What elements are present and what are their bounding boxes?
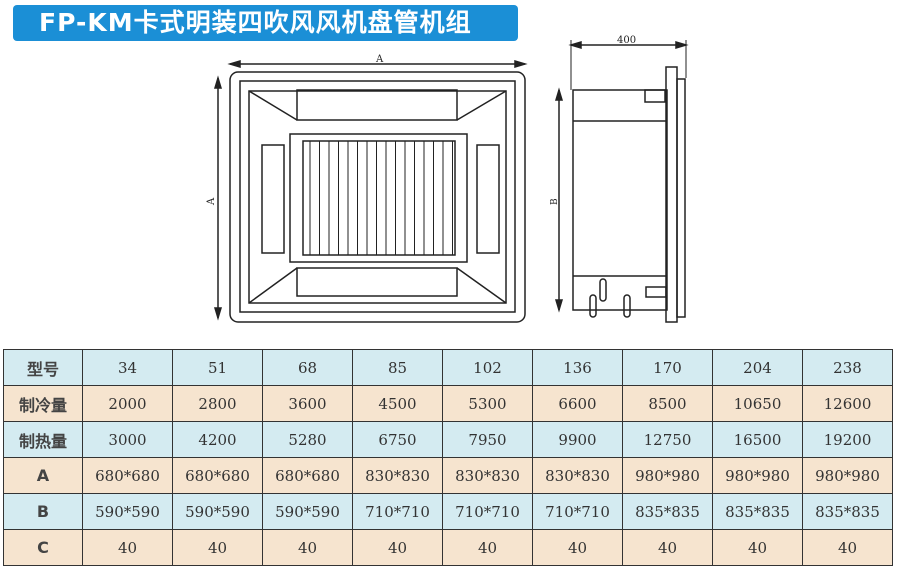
row-label: 制冷量 xyxy=(3,385,83,422)
row-label: 制热量 xyxy=(3,421,83,458)
table-cell: 12750 xyxy=(622,421,713,458)
table-cell: 835*835 xyxy=(712,493,803,530)
table-cell: 40 xyxy=(712,529,803,566)
table-cell: 40 xyxy=(82,529,173,566)
table-cell: 710*710 xyxy=(352,493,443,530)
technical-drawing: A A 400 B xyxy=(206,35,689,323)
table-cell: 830*830 xyxy=(532,457,623,494)
table-cell: 4500 xyxy=(352,385,443,422)
table-cell: 16500 xyxy=(712,421,803,458)
table-cell: 19200 xyxy=(802,421,893,458)
table-cell: 9900 xyxy=(532,421,623,458)
table-cell: 835*835 xyxy=(802,493,893,530)
table-cell: 40 xyxy=(262,529,353,566)
table-cell: 12600 xyxy=(802,385,893,422)
table-cell: 590*590 xyxy=(262,493,353,530)
table-cell: 835*835 xyxy=(622,493,713,530)
table-cell: 34 xyxy=(82,349,173,386)
table-cell: 40 xyxy=(802,529,893,566)
table-cell: 710*710 xyxy=(532,493,623,530)
table-cell: 3000 xyxy=(82,421,173,458)
side-view: 400 B xyxy=(550,35,689,323)
table-cell: 102 xyxy=(442,349,533,386)
table-cell: 590*590 xyxy=(172,493,263,530)
table-cell: 136 xyxy=(532,349,623,386)
table-cell: 980*980 xyxy=(802,457,893,494)
table-cell: 170 xyxy=(622,349,713,386)
title-banner: FP-KM卡式明装四吹风风机盘管机组 xyxy=(13,5,518,41)
table-cell: 238 xyxy=(802,349,893,386)
table-cell: 40 xyxy=(622,529,713,566)
table-cell: 40 xyxy=(442,529,533,566)
table-cell: 980*980 xyxy=(712,457,803,494)
table-cell: 680*680 xyxy=(262,457,353,494)
table-cell: 4200 xyxy=(172,421,263,458)
table-cell: 51 xyxy=(172,349,263,386)
table-cell: 680*680 xyxy=(172,457,263,494)
table-cell: 6750 xyxy=(352,421,443,458)
table-cell: 2800 xyxy=(172,385,263,422)
table-cell: 40 xyxy=(532,529,623,566)
dim-400-label: 400 xyxy=(617,35,636,46)
table-cell: 680*680 xyxy=(82,457,173,494)
dim-a-side-label: A xyxy=(206,197,217,206)
table-cell: 204 xyxy=(712,349,803,386)
row-label: A xyxy=(3,457,83,494)
table-cell: 85 xyxy=(352,349,443,386)
table-cell: 6600 xyxy=(532,385,623,422)
dim-b-label: B xyxy=(550,198,560,205)
table-cell: 68 xyxy=(262,349,353,386)
table-cell: 40 xyxy=(352,529,443,566)
table-cell: 10650 xyxy=(712,385,803,422)
table-cell: 830*830 xyxy=(442,457,533,494)
dim-a-top-label: A xyxy=(375,54,384,65)
row-label: C xyxy=(3,529,83,566)
table-cell: 3600 xyxy=(262,385,353,422)
table-cell: 8500 xyxy=(622,385,713,422)
row-label: B xyxy=(3,493,83,530)
table-cell: 2000 xyxy=(82,385,173,422)
row-label: 型号 xyxy=(3,349,83,386)
table-cell: 830*830 xyxy=(352,457,443,494)
table-cell: 7950 xyxy=(442,421,533,458)
table-cell: 5300 xyxy=(442,385,533,422)
table-cell: 5280 xyxy=(262,421,353,458)
table-cell: 590*590 xyxy=(82,493,173,530)
table-cell: 980*980 xyxy=(622,457,713,494)
table-cell: 40 xyxy=(172,529,263,566)
front-view: A A xyxy=(206,54,528,323)
table-cell: 710*710 xyxy=(442,493,533,530)
